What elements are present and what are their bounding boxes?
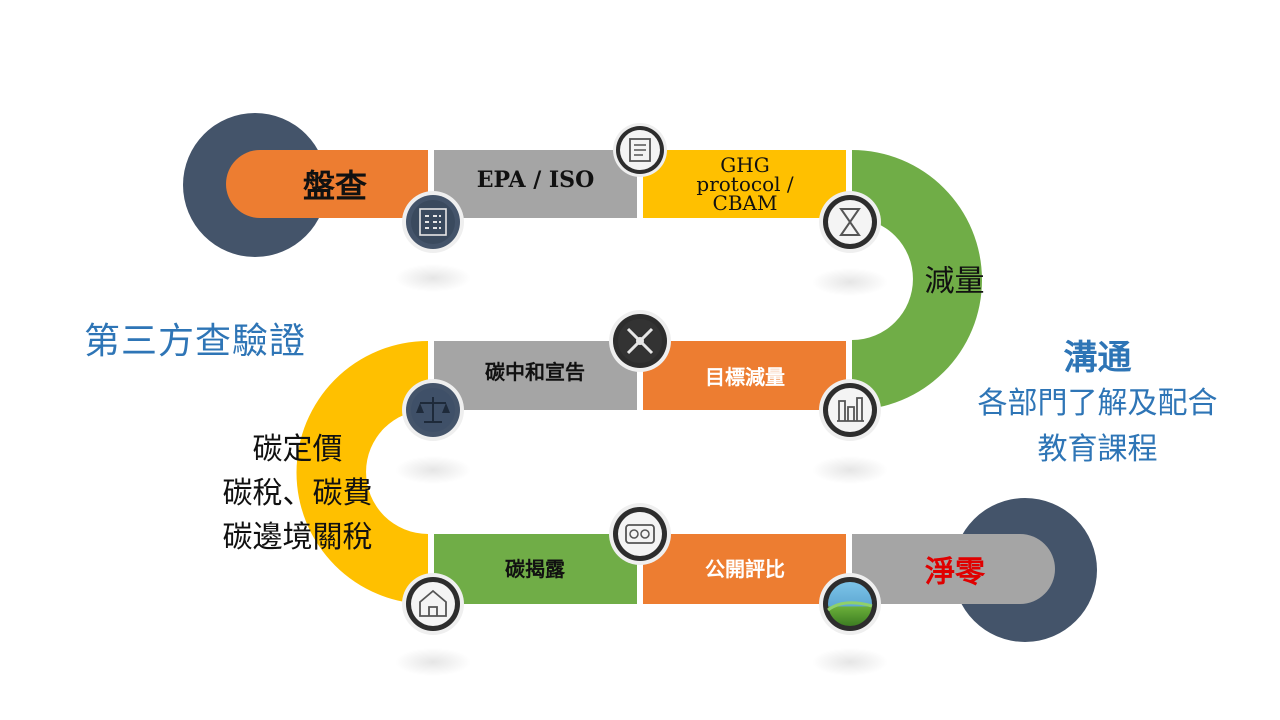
communication-line-1: 各部門了解及配合 <box>977 386 1218 421</box>
segment-neutral-label: 碳中和宣告 <box>485 359 585 384</box>
curve-left-line-3: 碳邊境關稅 <box>222 520 373 555</box>
segment-ghg-line-3: CBAM <box>712 190 778 215</box>
curve-left-line-2: 碳稅、碳費 <box>222 476 373 511</box>
curve-right <box>852 150 982 410</box>
curve-right-label: 減量 <box>924 263 985 299</box>
third-party-verification-note: 第三方查驗證 <box>83 321 306 362</box>
curve-left-line-1: 碳定價 <box>252 432 343 467</box>
segment-ghg-line-1: GHG <box>720 152 770 177</box>
row3-segment-disclosure <box>434 534 637 604</box>
report-icon <box>609 503 671 565</box>
icon-shadows <box>395 264 888 676</box>
row1-segment-ghg <box>643 150 846 218</box>
segment-disclosure-label: 碳揭露 <box>505 556 565 581</box>
curve-left-labels: 碳定價 碳稅、碳費 碳邊境關稅 <box>185 428 410 560</box>
calculator-icon <box>402 191 464 253</box>
tools-icon <box>609 310 671 372</box>
globe-icon <box>819 573 881 635</box>
row1-segment-epa <box>434 150 637 218</box>
hourglass-icon <box>819 191 881 253</box>
curve-left <box>296 341 428 604</box>
segment-ranking-label: 公開評比 <box>705 556 785 581</box>
scales-icon <box>402 379 464 441</box>
start-label: 盤查 <box>302 167 367 205</box>
communication-note: 溝通 各部門了解及配合 教育課程 <box>930 335 1265 473</box>
communication-title: 溝通 <box>1063 338 1132 378</box>
segment-target-label: 目標減量 <box>705 364 785 389</box>
segment-ghg-line-2: protocol / <box>696 171 794 196</box>
document-icon <box>613 123 667 177</box>
house-icon <box>402 573 464 635</box>
row2-segment-neutral <box>434 341 637 410</box>
segment-ghg-label: GHG protocol / CBAM <box>660 150 830 218</box>
row3-segment-ranking <box>643 534 846 604</box>
factory-icon <box>819 379 881 441</box>
row1-start-segment <box>226 150 428 218</box>
communication-line-2: 教育課程 <box>1037 432 1158 467</box>
row3-end-segment <box>852 534 1055 604</box>
end-label: 淨零 <box>925 555 985 590</box>
row2-segment-target <box>643 341 846 410</box>
segment-epa-label: EPA / ISO <box>476 167 595 193</box>
